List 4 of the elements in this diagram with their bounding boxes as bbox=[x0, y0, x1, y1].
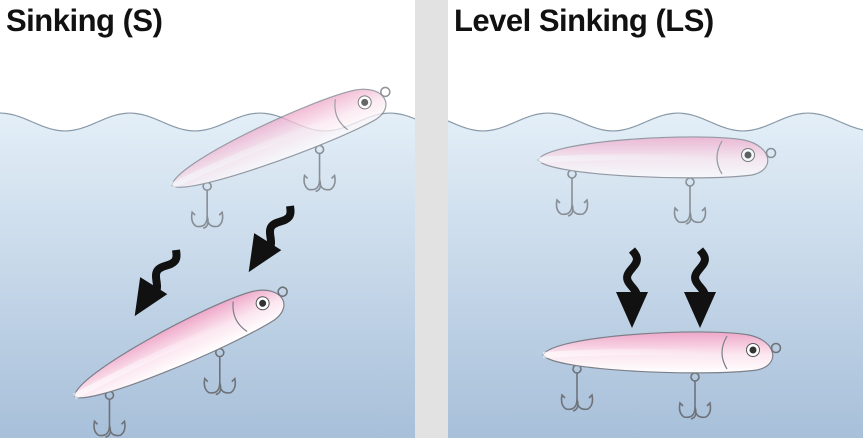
panel-title: Sinking (S) bbox=[6, 4, 162, 38]
panel-title: Level Sinking (LS) bbox=[454, 4, 714, 38]
panel bbox=[0, 0, 415, 438]
panel bbox=[448, 0, 863, 438]
